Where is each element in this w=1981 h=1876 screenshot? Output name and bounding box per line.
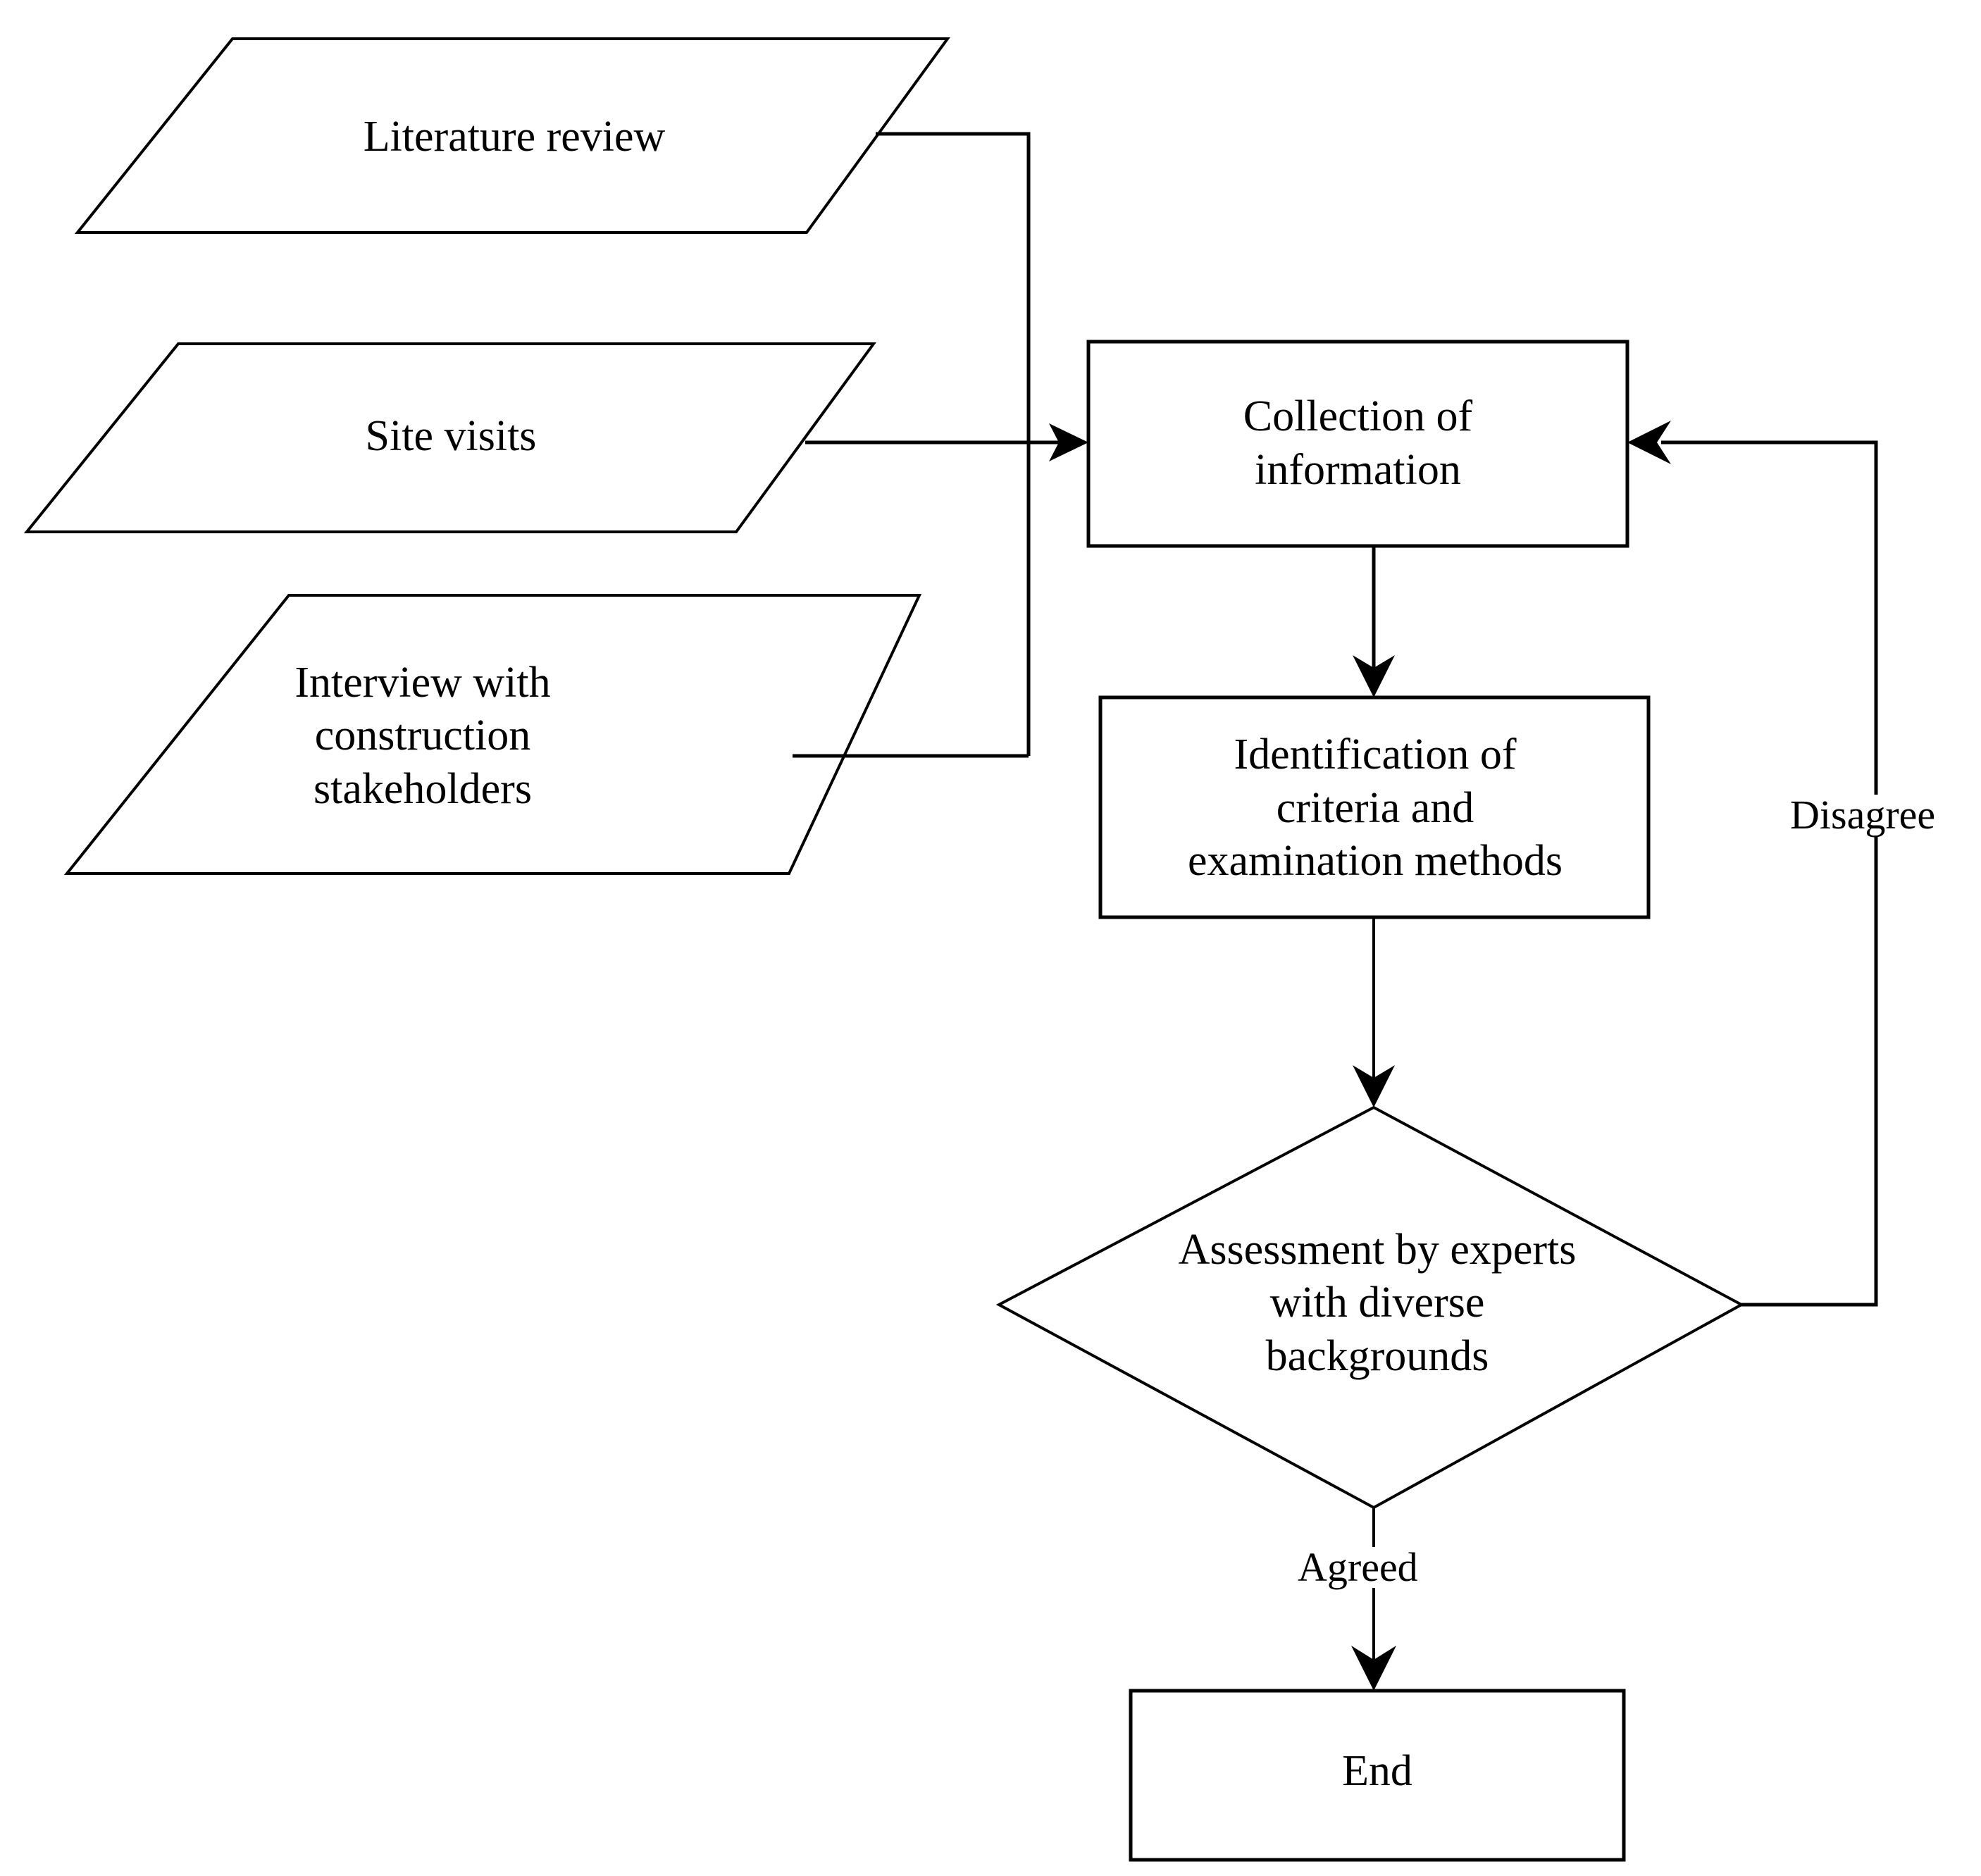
arrow-head-into-identification [1353,655,1395,697]
node-collection-shape[interactable] [1086,340,1629,548]
edge-label-disagree: Disagree [1786,795,1940,835]
arrow-head-into-assessment [1353,1065,1395,1107]
edge-assessment-disagree-to-collection [1661,440,1878,1307]
edge-label-agreed: Agreed [1293,1547,1422,1588]
arrow-head-into-collection-right [1627,421,1671,464]
edge-literature-review-to-spine [876,132,1031,756]
node-end-shape[interactable] [1129,1689,1626,1862]
node-interview-shape[interactable] [63,594,922,875]
arrow-head-into-collection-left [1049,423,1088,461]
node-literature-review-shape[interactable] [74,37,950,234]
node-assessment-shape[interactable] [995,1105,1745,1510]
node-site-visits-shape[interactable] [23,342,876,533]
arrow-head-into-end [1351,1646,1396,1691]
node-identification-shape[interactable] [1098,695,1651,919]
